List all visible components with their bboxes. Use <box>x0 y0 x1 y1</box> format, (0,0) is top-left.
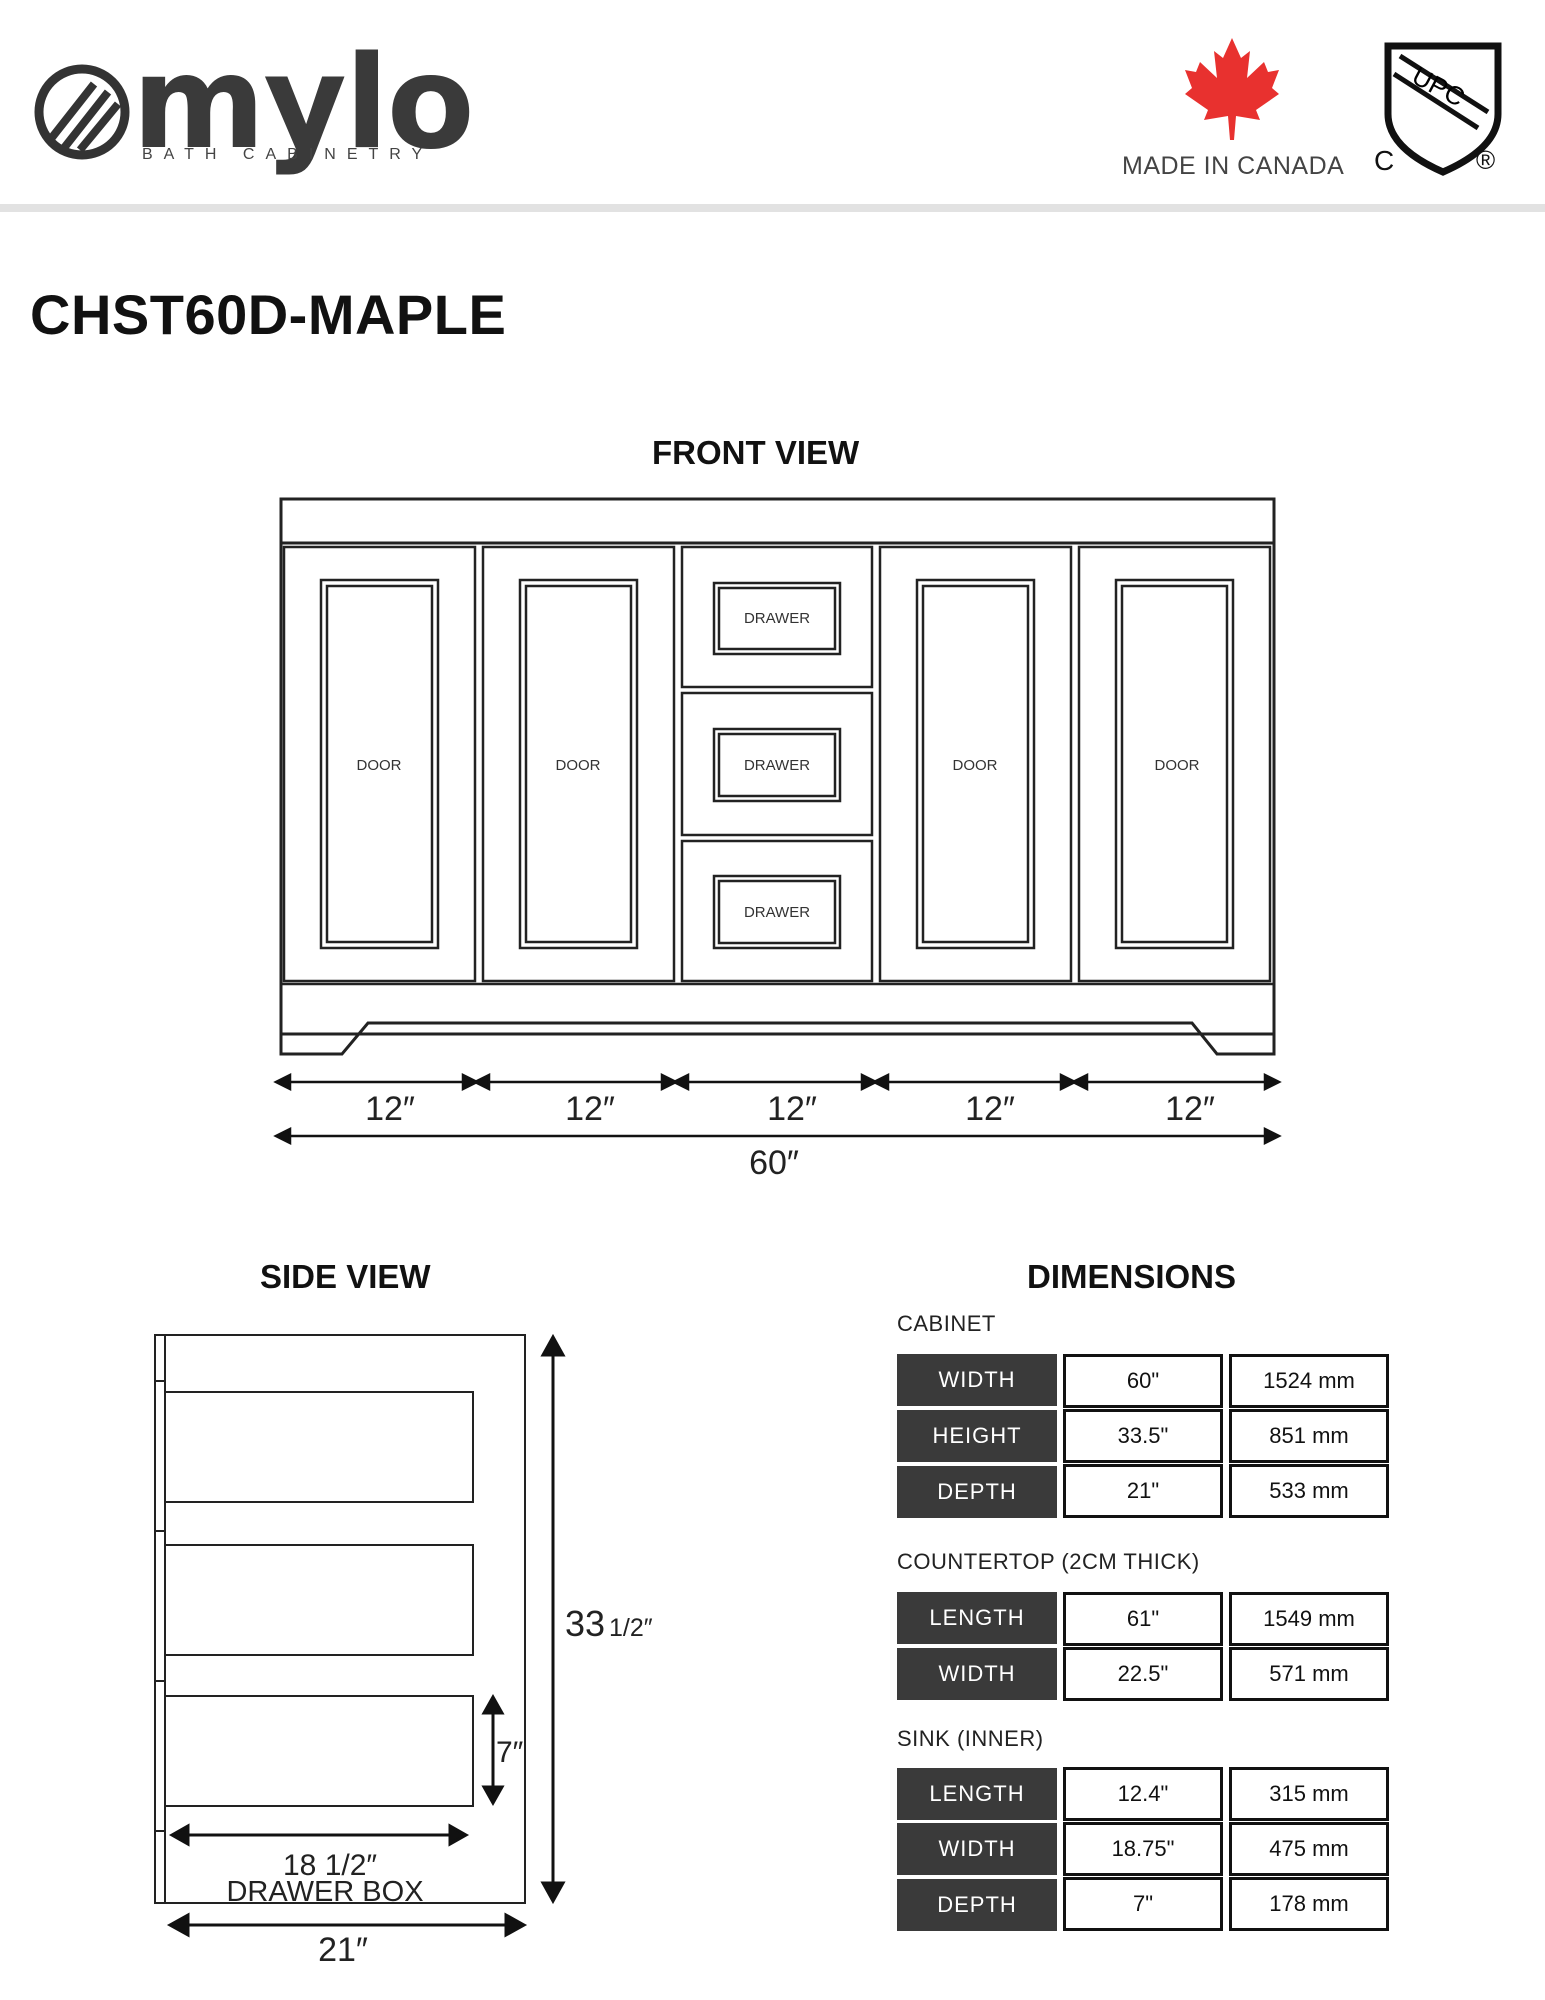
panel-label-door-1: DOOR <box>357 757 402 774</box>
dim-imperial: 33.5" <box>1063 1409 1223 1463</box>
total-width: 60″ <box>749 1144 799 1182</box>
front-view-heading: FRONT VIEW <box>652 434 860 471</box>
dim-label: WIDTH <box>897 1354 1057 1406</box>
dim-imperial: 22.5" <box>1063 1647 1223 1701</box>
header-divider <box>0 204 1545 212</box>
mylo-logo-icon <box>34 64 130 160</box>
dim-imperial: 12.4" <box>1063 1767 1223 1821</box>
dim-metric: 1549 mm <box>1229 1592 1389 1646</box>
segment-4: 12″ <box>965 1090 1015 1128</box>
side-height-fraction: 1/2″ <box>609 1614 653 1642</box>
dim-imperial: 18.75" <box>1063 1822 1223 1876</box>
dim-label: WIDTH <box>897 1648 1057 1700</box>
dim-label: LENGTH <box>897 1768 1057 1820</box>
segment-3: 12″ <box>767 1090 817 1128</box>
dim-imperial: 7" <box>1063 1877 1223 1931</box>
front-view-drawing: DOOR DOOR DRAWER DRAWER DRAWER DOOR DOOR… <box>273 497 1282 1182</box>
group-countertop-title: COUNTERTOP (2CM THICK) <box>897 1549 1200 1574</box>
panel-label-door-3: DOOR <box>953 757 998 774</box>
product-title: CHST60D-MAPLE <box>30 283 507 346</box>
panel-label-drawer-1: DRAWER <box>744 610 810 627</box>
dim-metric: 475 mm <box>1229 1822 1389 1876</box>
maple-leaf-icon <box>1185 38 1279 140</box>
dim-label: DEPTH <box>897 1879 1057 1931</box>
drawer-box-width: 18 1/2″ <box>283 1849 377 1882</box>
segment-1: 12″ <box>365 1090 415 1128</box>
cert-c: C <box>1374 145 1395 176</box>
dim-metric: 533 mm <box>1229 1464 1389 1518</box>
dim-label: WIDTH <box>897 1823 1057 1875</box>
cert-registered: ® <box>1476 145 1496 175</box>
dim-metric: 178 mm <box>1229 1877 1389 1931</box>
panel-label-door-2: DOOR <box>556 757 601 774</box>
dim-metric: 571 mm <box>1229 1647 1389 1701</box>
dim-label: DEPTH <box>897 1466 1057 1518</box>
panel-label-drawer-2: DRAWER <box>744 757 810 774</box>
panel-label-door-4: DOOR <box>1155 757 1200 774</box>
side-height-main: 33 <box>565 1603 605 1644</box>
panel-label-drawer-3: DRAWER <box>744 904 810 921</box>
group-cabinet-title: CABINET <box>897 1311 996 1336</box>
group-sink-title: SINK (INNER) <box>897 1726 1044 1751</box>
dim-label: LENGTH <box>897 1592 1057 1644</box>
dim-imperial: 21" <box>1063 1464 1223 1518</box>
side-view-heading: SIDE VIEW <box>260 1258 431 1295</box>
side-depth: 21″ <box>318 1931 368 1969</box>
dim-metric: 851 mm <box>1229 1409 1389 1463</box>
drawer-box-label: DRAWER BOX <box>226 1876 423 1908</box>
brand-name: mylo <box>132 29 475 178</box>
segment-5: 12″ <box>1165 1090 1215 1128</box>
dimensions-heading: DIMENSIONS <box>1027 1258 1237 1295</box>
dim-imperial: 60" <box>1063 1354 1223 1408</box>
dim-metric: 315 mm <box>1229 1767 1389 1821</box>
segment-2: 12″ <box>565 1090 615 1128</box>
made-in-canada-label: MADE IN CANADA <box>1122 152 1345 180</box>
dim-imperial: 61" <box>1063 1592 1223 1646</box>
dim-label: HEIGHT <box>897 1410 1057 1462</box>
upc-shield-icon: UPC <box>1384 42 1502 176</box>
dim-metric: 1524 mm <box>1229 1354 1389 1408</box>
drawer-height: 7″ <box>496 1736 524 1769</box>
side-view-drawing: 33 1/2″ 7″ 18 1/2″ DRAWER BOX 21″ <box>154 1333 653 1969</box>
brand-tagline: BATH CABINETRY <box>142 146 434 163</box>
